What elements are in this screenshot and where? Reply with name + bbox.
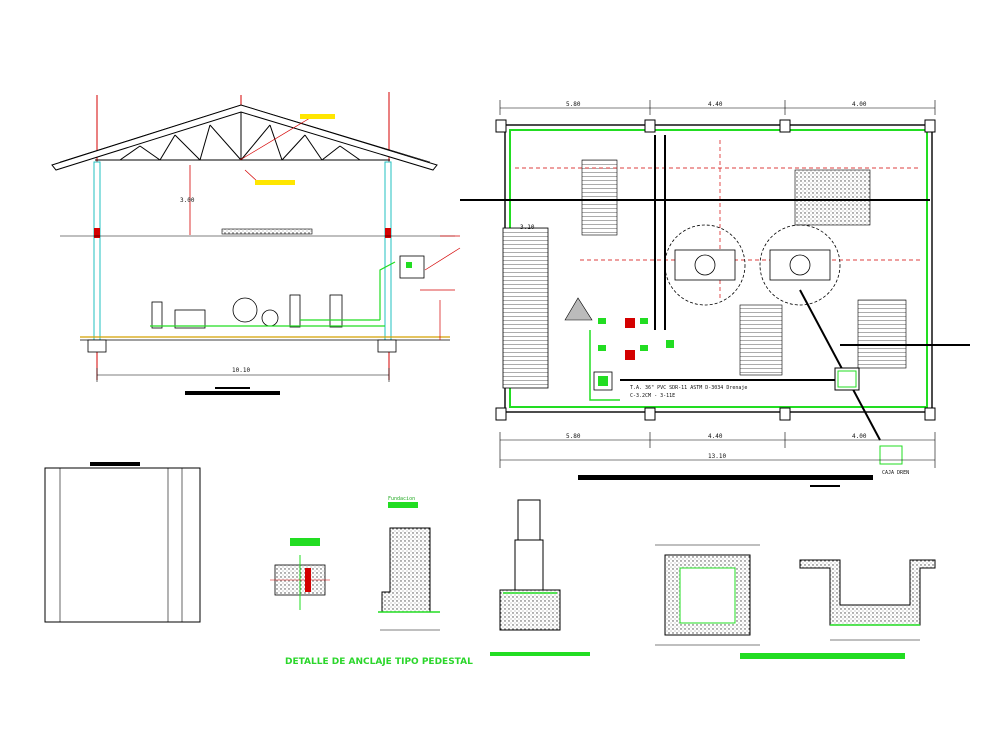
plan-left-dim: 3.10 xyxy=(520,224,535,231)
roof-height-dim: 3.00 xyxy=(180,197,195,204)
pipe-note-2: C-3.2CM - 3-11E xyxy=(630,393,676,399)
legend-table xyxy=(44,462,201,623)
anchor-detail-plan xyxy=(270,538,330,610)
caja-label: CAJA DREN xyxy=(882,470,910,476)
fundacion-label: Fundacion xyxy=(388,496,416,502)
plan-top-dim-3: 4.00 xyxy=(852,101,867,108)
section-width-dim: 10.10 xyxy=(232,367,251,374)
plan-bottom-dim-2: 4.40 xyxy=(708,433,723,440)
box-section-detail xyxy=(799,559,936,641)
pipe-note-1: T.A. 36" PVC SDR-11 ASTM D-3034 Drenaje xyxy=(630,385,748,391)
anchor-detail-section xyxy=(378,502,440,631)
plan-bottom-dim-3: 4.00 xyxy=(852,433,867,440)
plan-top-dim-2: 4.40 xyxy=(708,101,723,108)
anchor-detail-title: DETALLE DE ANCLAJE TIPO PEDESTAL xyxy=(285,657,473,667)
pump-pedestal-detail xyxy=(490,499,590,656)
plan-top-dim-1: 5.80 xyxy=(566,101,581,108)
building-section xyxy=(51,92,461,395)
plan-bottom-dim-1: 5.80 xyxy=(566,433,581,440)
box-plan-detail xyxy=(655,544,760,646)
plan-total-dim: 13.10 xyxy=(708,453,727,460)
floor-plan xyxy=(460,100,970,487)
